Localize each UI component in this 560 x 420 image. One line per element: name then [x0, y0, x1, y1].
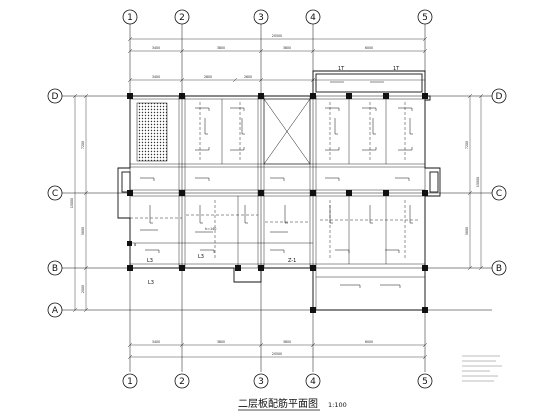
dimension-lines-bottom — [127, 342, 428, 360]
rebar-marks — [140, 81, 413, 288]
dim-top-part-1: 3400 — [152, 75, 160, 79]
dim-bottom-seg-1: 3400 — [152, 340, 160, 344]
label-l3-c: L3 — [148, 280, 154, 286]
dim-top-seg-3: 3800 — [283, 46, 291, 50]
axis-bubbles-left — [47, 88, 63, 318]
axis-2-top: 2 — [179, 13, 185, 23]
axis-labels-bottom: 1 2 3 4 5 — [127, 377, 428, 387]
axis-labels-right: D C B — [496, 92, 503, 274]
axis-5-bottom: 5 — [422, 377, 428, 387]
drawing-scale: 1:100 — [328, 401, 347, 409]
dim-bottom-seg-3: 3800 — [283, 340, 291, 344]
label-slab-b: B — [134, 243, 137, 247]
dim-right-total: 15000 — [476, 177, 480, 187]
axis-3-bottom: 3 — [258, 377, 264, 387]
axis-bubbles-right — [491, 88, 507, 276]
axis-A-left: A — [52, 306, 59, 316]
dim-bottom-seg-4: 6000 — [365, 340, 373, 344]
dim-bottom-total: 20500 — [272, 352, 282, 356]
dim-left-total: 15000 — [70, 198, 74, 208]
dashed-beams — [130, 102, 420, 260]
dim-top-total: 20500 — [272, 34, 282, 38]
label-l3-b: L3 — [198, 254, 204, 260]
axis-grid — [62, 24, 492, 372]
axis-labels-left: D C B A — [52, 92, 59, 316]
dim-top-part-3: 2600 — [244, 75, 252, 79]
axis-D-left: D — [52, 92, 59, 102]
dim-left-seg-1: 7200 — [81, 141, 85, 149]
axis-bubbles-bottom — [122, 373, 433, 389]
label-h: h=140 — [205, 227, 216, 231]
label-1t-a: 1T — [338, 66, 345, 72]
dim-top-seg-4: 6000 — [365, 46, 373, 50]
annotations: L3 L3 L3 Z-1 h=140 1T 1T B — [134, 66, 400, 286]
axis-B-left: B — [52, 264, 58, 274]
stair-opening — [263, 98, 311, 165]
notes-block — [462, 355, 502, 382]
axis-B-right: B — [496, 264, 502, 274]
axis-4-top: 4 — [310, 13, 316, 23]
dim-top-seg-2: 3800 — [217, 46, 225, 50]
axis-4-bottom: 4 — [310, 377, 316, 387]
axis-bubbles-top — [122, 9, 433, 25]
drawing-title: 二层板配筋平面图 — [238, 397, 318, 410]
axis-C-right: C — [496, 189, 502, 199]
axis-C-left: C — [52, 189, 58, 199]
dimension-lines-sides — [72, 93, 484, 313]
dim-left-seg-2: 5800 — [81, 227, 85, 235]
dim-bottom-seg-2: 3800 — [217, 340, 225, 344]
axis-labels-top: 1 2 3 4 5 — [127, 13, 428, 23]
interior-beams — [130, 96, 425, 310]
axis-D-right: D — [496, 92, 503, 102]
dim-right-seg-1: 7200 — [465, 141, 469, 149]
dimension-lines-top — [127, 36, 428, 83]
axis-1-bottom: 1 — [127, 377, 133, 387]
dim-right-seg-2: 5800 — [465, 227, 469, 235]
axis-5-top: 5 — [422, 13, 428, 23]
dim-top-part-2: 2800 — [204, 75, 212, 79]
axis-1-top: 1 — [127, 13, 133, 23]
axis-2-bottom: 2 — [179, 377, 185, 387]
dim-top-seg-1: 3400 — [152, 46, 160, 50]
axis-3-top: 3 — [258, 13, 264, 23]
label-z1: Z-1 — [288, 258, 296, 264]
hatched-slab-area — [136, 102, 168, 162]
columns — [127, 93, 428, 313]
dim-left-seg-3: 2000 — [81, 285, 85, 293]
label-1t-b: 1T — [393, 66, 400, 72]
label-l3-a: L3 — [147, 258, 153, 264]
